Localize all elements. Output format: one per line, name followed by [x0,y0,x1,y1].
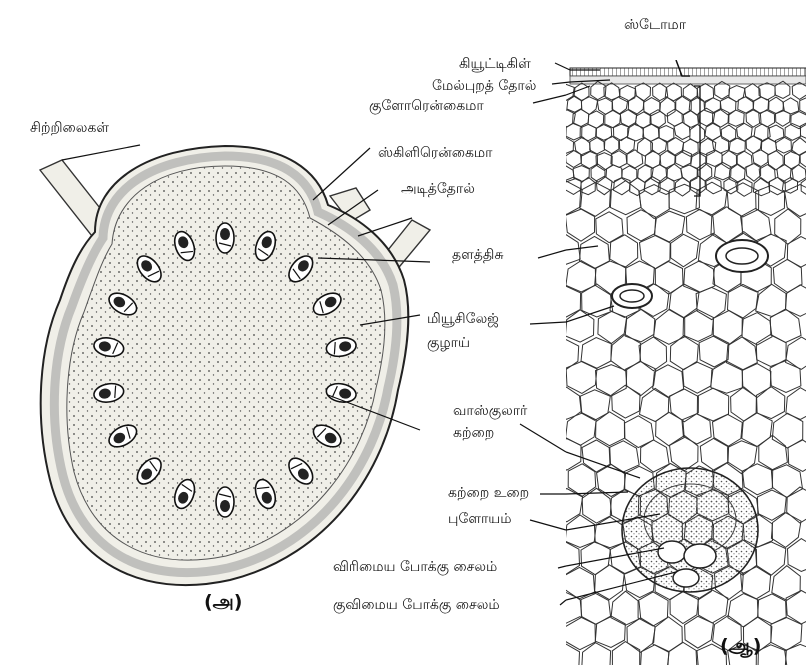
cross-section-a [40,145,430,585]
label-cuticle: கியூட்டிகிள் [459,57,531,71]
label-leaflets: சிற்றிலைகள் [30,121,109,135]
caption-figure-a: (அ) [204,593,242,612]
label-mucilage-canal-line2: குழாய் [427,336,470,350]
label-vascular-bundle-line2: கற்றை [453,426,494,440]
label-bundle-sheath: கற்றை உறை [448,486,529,500]
label-ground-tissue: தளத்திசு [452,248,503,262]
vascular-bundle [216,487,234,517]
label-stoma: ஸ்டோமா [624,18,686,32]
label-collenchyma: குளோரென்கைமா [369,99,484,113]
label-mucilage-canal-line1: மியூசிலேஜ் [427,312,499,326]
label-vascular-bundle-line1: வாஸ்குலார் [453,404,527,418]
caption-figure-b: (ஆ) [720,637,761,656]
label-hypodermis: அடித்தோல் [401,182,475,196]
label-phloem: புளோயம் [448,512,512,526]
tissue-detail-b [549,60,806,665]
vascular-bundle [216,223,234,253]
label-protoxylem: குவிமைய போக்கு சைலம் [333,598,500,612]
label-epidermis: மேல்புறத் தோல் [432,79,536,93]
label-metaxylem: விரிமைய போக்கு சைலம் [333,560,497,574]
label-sclerenchyma: ஸ்கிளிரென்கைமா [378,146,492,160]
